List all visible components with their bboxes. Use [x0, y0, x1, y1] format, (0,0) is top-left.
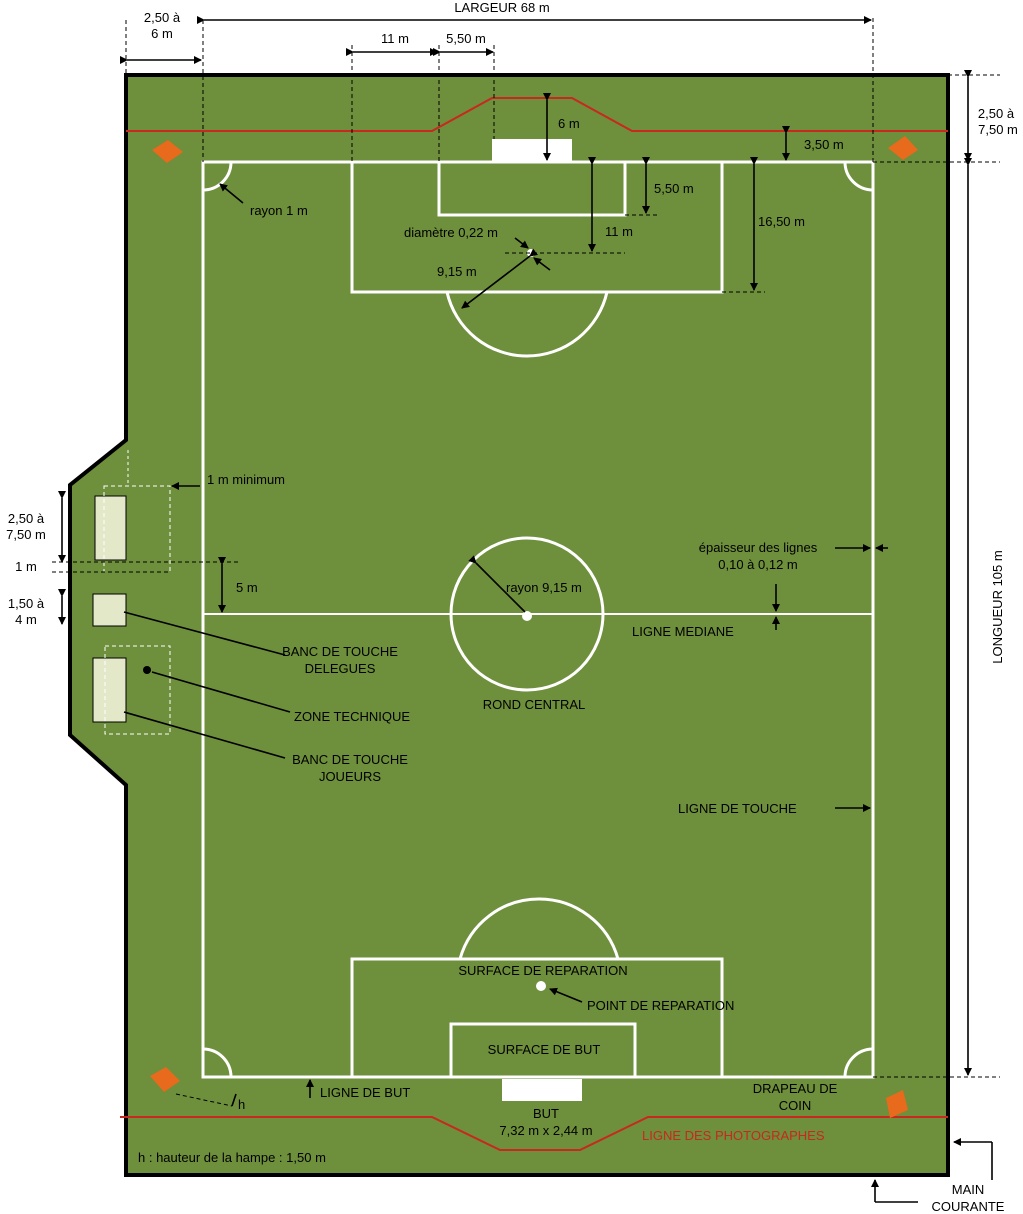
- penalty-arc-bottom: [458, 897, 620, 960]
- drapeau-label: DRAPEAU DE: [753, 1081, 838, 1096]
- bench-joueurs: [92, 657, 127, 723]
- corner-flag-icon: [886, 1090, 908, 1118]
- goal-width-label: 5,50 m: [446, 31, 486, 46]
- technical-zone-dot: [143, 666, 151, 674]
- longueur-label: LONGUEUR 105 m: [990, 550, 1005, 663]
- bench-delegues: [92, 593, 127, 627]
- side-margin-label: 6 m: [151, 26, 173, 41]
- one-m-minimum-label: 1 m minimum: [207, 472, 285, 487]
- surface-reparation-label: SURFACE DE REPARATION: [458, 963, 627, 978]
- side-margin-label: 2,50 à: [144, 10, 181, 25]
- bench-size-label: 7,50 m: [6, 527, 46, 542]
- banc-delegues-label: BANC DE TOUCHE: [282, 644, 398, 659]
- but-size-label: 7,32 m x 2,44 m: [499, 1123, 592, 1138]
- corner-flag-icon: [888, 136, 918, 160]
- bench-size-label: 4 m: [15, 612, 37, 627]
- rond-central-label: ROND CENTRAL: [483, 697, 586, 712]
- ligne-mediane-label: LIGNE MEDIANE: [632, 624, 734, 639]
- corner-flag-icon: [150, 1067, 180, 1092]
- corner-radius-label: rayon 1 m: [250, 203, 308, 218]
- bench-gap-label: 1 m: [15, 559, 37, 574]
- corner-arc: [843, 1047, 874, 1078]
- goal-area-top: [437, 160, 627, 217]
- grass-surface: [68, 73, 950, 1177]
- photographers-line-top: [126, 97, 948, 132]
- photog-6m-label: 6 m: [558, 116, 580, 131]
- ligne-de-touche-label: LIGNE DE TOUCHE: [678, 801, 797, 816]
- ligne-de-but-label: LIGNE DE BUT: [320, 1085, 410, 1100]
- goal-area-depth-label: 5,50 m: [654, 181, 694, 196]
- centre-circle: [449, 536, 605, 692]
- corner-arc: [202, 161, 233, 192]
- centre-spot: [522, 611, 532, 621]
- main-courante-label: COURANTE: [932, 1199, 1005, 1214]
- penalty-spot-distance-label: 11 m: [605, 224, 633, 239]
- penalty-area-depth-label: 16,50 m: [758, 214, 805, 229]
- corner-flag-icon: [152, 140, 183, 163]
- dimension-lines: [52, 16, 1000, 1203]
- goal-top: [492, 139, 572, 161]
- goal-area-bottom: [449, 1022, 637, 1079]
- photog-350-label: 3,50 m: [804, 137, 844, 152]
- corner-arc: [843, 161, 874, 192]
- h-label: h: [238, 1097, 245, 1112]
- surface-but-label: SURFACE DE BUT: [488, 1042, 601, 1057]
- drapeau-label: COIN: [779, 1098, 812, 1113]
- center-radius-label: rayon 9,15 m: [506, 580, 582, 595]
- banc-joueurs-label: BANC DE TOUCHE: [292, 752, 408, 767]
- end-margin-label: 2,50 à: [978, 106, 1015, 121]
- bench-size-label: 2,50 à: [8, 511, 45, 526]
- but-label: BUT: [533, 1106, 559, 1121]
- bench-size-label: 1,50 à: [8, 596, 45, 611]
- hampe-label: h : hauteur de la hampe : 1,50 m: [138, 1150, 326, 1165]
- point-reparation-label: POINT DE REPARATION: [587, 998, 734, 1013]
- banc-delegues-label: DELEGUES: [305, 661, 376, 676]
- five-m-label: 5 m: [236, 580, 258, 595]
- end-margin-label: 7,50 m: [978, 122, 1018, 137]
- goal-bottom: [502, 1079, 582, 1101]
- goal-area-width-label: 11 m: [381, 31, 409, 46]
- bench-delegues-top: [94, 495, 127, 561]
- largeur-label: LARGEUR 68 m: [454, 0, 549, 15]
- photographers-line-bottom: [120, 1116, 948, 1151]
- line-thickness-label: épaisseur des lignes: [699, 540, 818, 555]
- line-thickness-label: 0,10 à 0,12 m: [718, 557, 798, 572]
- penalty-arc-top: [445, 291, 609, 358]
- main-courante-label: MAIN: [952, 1182, 985, 1197]
- photographes-label: LIGNE DES PHOTOGRAPHES: [642, 1128, 825, 1143]
- spot-diameter-label: diamètre 0,22 m: [404, 225, 498, 240]
- corner-arc: [202, 1047, 233, 1078]
- penalty-spot-bottom: [536, 981, 546, 991]
- arc-radius-label: 9,15 m: [437, 264, 477, 279]
- banc-joueurs-label: JOUEURS: [319, 769, 381, 784]
- zone-technique-label: ZONE TECHNIQUE: [294, 709, 410, 724]
- technical-zone: [104, 645, 171, 735]
